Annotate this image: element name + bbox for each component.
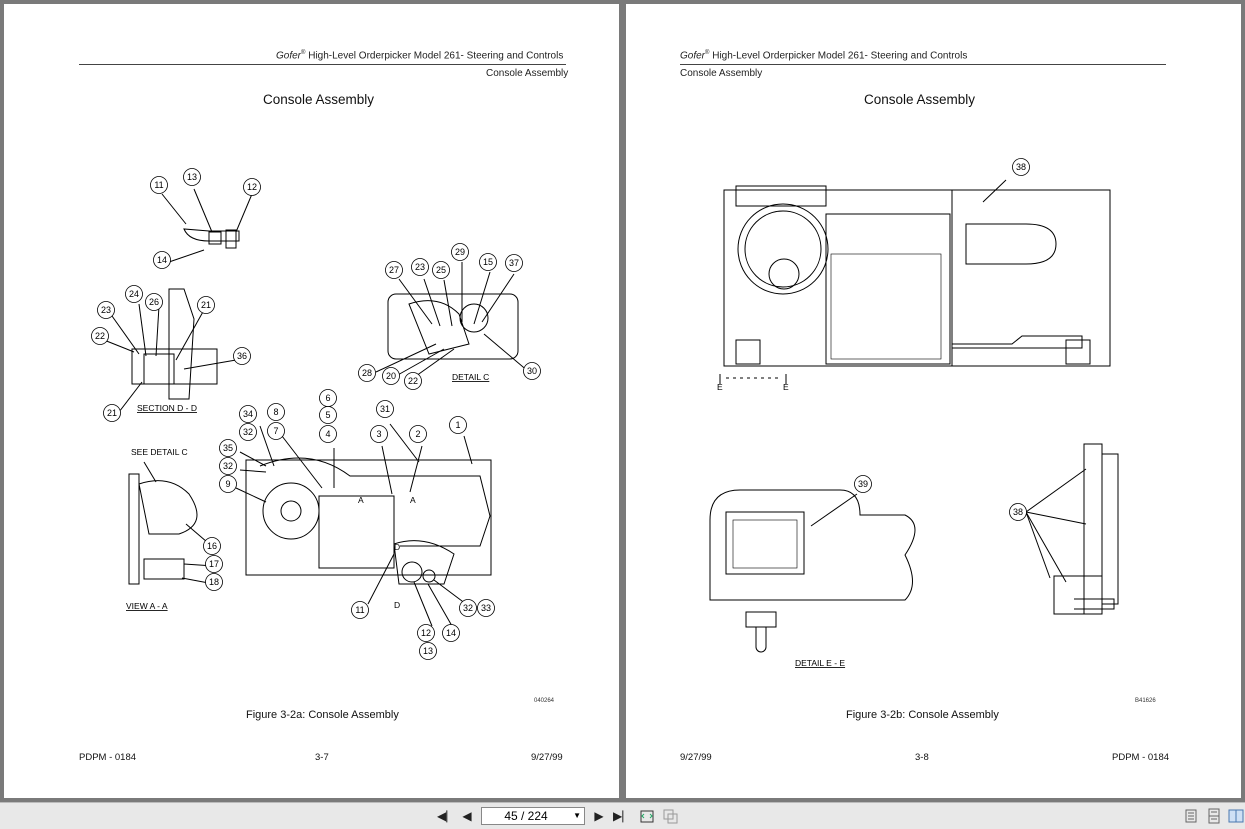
section-mark: E	[783, 382, 789, 392]
right-page: Gofer® High-Level Orderpicker Model 261-…	[626, 4, 1241, 798]
callout: 37	[509, 258, 519, 268]
callout: 2	[415, 429, 420, 439]
figure-caption: Figure 3-2b: Console Assembly	[846, 709, 999, 721]
callout: 32	[243, 427, 253, 437]
page-title: Console Assembly	[263, 92, 375, 107]
callout: 12	[421, 628, 431, 638]
callout: 4	[325, 429, 330, 439]
footer-right: 9/27/99	[531, 752, 563, 763]
section-mark: D	[394, 600, 400, 610]
callout-numbers: 11 13 12 14 24 26 21 23 22 36 21 27 23 2…	[95, 172, 537, 656]
header-rule	[680, 64, 1166, 65]
console-assembly-diagram-a: 11 13 12 14 24 26 21 23 22 36 21 27 23 2…	[91, 168, 541, 660]
callout: 39	[858, 479, 868, 489]
next-page-icon[interactable]: ▶	[594, 809, 604, 823]
callout: 21	[201, 300, 211, 310]
callout: 15	[483, 257, 493, 267]
callout: 23	[415, 262, 425, 272]
callout: 5	[325, 410, 330, 420]
running-subheader: Console Assembly	[486, 68, 569, 79]
callout: 35	[223, 443, 233, 453]
last-page-icon[interactable]: ▶⎸	[613, 809, 635, 823]
callout: 14	[157, 255, 167, 265]
running-subheader: Console Assembly	[680, 68, 763, 79]
footer-left: 9/27/99	[680, 752, 712, 763]
callout: 30	[527, 366, 537, 376]
first-page-icon[interactable]: ◀⎸	[437, 809, 459, 823]
callout: 11	[154, 180, 163, 190]
callout: 34	[243, 409, 253, 419]
two-page-icon[interactable]	[1228, 808, 1244, 824]
callout: 26	[149, 297, 159, 307]
callout: 27	[389, 265, 399, 275]
callout: 7	[273, 426, 278, 436]
callout: 36	[237, 351, 247, 361]
figure-caption: Figure 3-2a: Console Assembly	[246, 709, 399, 721]
viewer-toolbar: ◀⎸ ◀ 45 / 224 ▼ ▶ ▶⎸	[0, 802, 1245, 829]
callout: 38	[1016, 162, 1026, 172]
callout: 14	[446, 628, 456, 638]
section-mark: E	[717, 382, 723, 392]
section-mark: D	[394, 542, 400, 552]
callout: 11	[355, 605, 364, 615]
callout: 17	[209, 559, 219, 569]
callout: 31	[380, 404, 390, 414]
running-header: Gofer® High-Level Orderpicker Model 261-…	[276, 50, 564, 62]
callout: 6	[325, 393, 330, 403]
callout: 9	[225, 479, 230, 489]
callout: 16	[207, 541, 217, 551]
callout: 12	[247, 182, 257, 192]
page-title: Console Assembly	[864, 92, 976, 107]
callout: 38	[1013, 507, 1023, 517]
footer-left: PDPM - 0184	[79, 752, 137, 763]
page-number-select[interactable]: 45 / 224 ▼	[481, 807, 585, 825]
callout: 29	[455, 247, 465, 257]
fit-page-icon[interactable]	[639, 808, 655, 824]
drawing-number: 040264	[534, 698, 555, 704]
section-mark: A	[410, 495, 416, 505]
callout: 23	[101, 305, 111, 315]
prev-page-icon[interactable]: ◀	[462, 809, 472, 823]
chevron-down-icon: ▼	[573, 811, 581, 820]
callout: 13	[423, 646, 433, 656]
section-dd-label: SECTION D - D	[137, 403, 197, 413]
drawing-number: B41626	[1135, 698, 1156, 704]
callout: 3	[376, 429, 381, 439]
callout: 22	[95, 331, 105, 341]
fit-width-icon[interactable]	[662, 808, 678, 824]
callout: 32	[463, 603, 473, 613]
callout: 22	[408, 376, 418, 386]
callout: 28	[362, 368, 372, 378]
callout: 13	[187, 172, 197, 182]
detail-c-label: DETAIL C	[452, 372, 489, 382]
left-page: Gofer® High-Level Orderpicker Model 261-…	[4, 4, 619, 798]
footer-page-number: 3-8	[915, 752, 929, 763]
callout: 25	[436, 265, 446, 275]
running-header: Gofer® High-Level Orderpicker Model 261-…	[680, 50, 968, 62]
see-detail-c-label: SEE DETAIL C	[131, 447, 188, 457]
callout: 24	[129, 289, 139, 299]
section-mark: A	[358, 495, 364, 505]
callout: 33	[481, 603, 491, 613]
callout: 1	[455, 420, 460, 430]
footer-page-number: 3-7	[315, 752, 329, 763]
view-aa-label: VIEW A - A	[126, 601, 168, 611]
callout: 32	[223, 461, 233, 471]
single-page-icon[interactable]	[1183, 808, 1199, 824]
callout: 8	[273, 407, 278, 417]
callout: 20	[386, 371, 396, 381]
header-rule	[79, 64, 566, 65]
callout: 21	[107, 408, 117, 418]
footer-right: PDPM - 0184	[1112, 752, 1170, 763]
console-assembly-diagram-b: 38 39 38 E E DETAIL E - E	[709, 158, 1119, 668]
detail-ee-label: DETAIL E - E	[795, 658, 845, 668]
page-number-value: 45 / 224	[504, 809, 548, 823]
callout: 18	[209, 577, 219, 587]
continuous-icon[interactable]	[1206, 808, 1222, 824]
